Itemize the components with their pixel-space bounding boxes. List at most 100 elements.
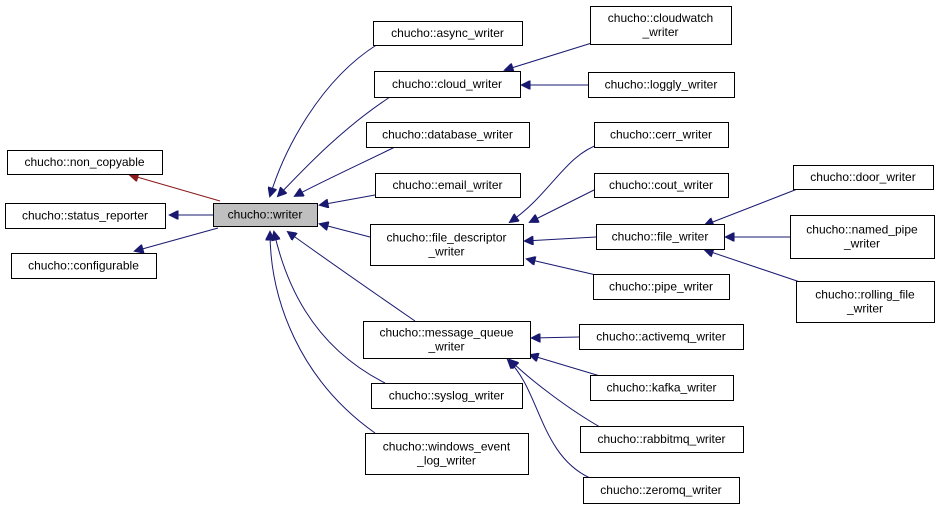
node-file-descriptor-writer-label-line-1: chucho::file_descriptor	[386, 231, 506, 245]
node-file-writer[interactable]: chucho::file_writer	[596, 224, 725, 250]
node-cloud-writer[interactable]: chucho::cloud_writer	[374, 71, 521, 98]
edge-door-writer-to-file-writer	[705, 187, 801, 225]
node-database-writer-box	[366, 122, 530, 148]
edge-activemq-writer-to-message-queue-writer	[532, 337, 580, 338]
node-door-writer-label: chucho::door_writer	[810, 170, 915, 184]
node-rolling-file-writer-box	[796, 281, 935, 323]
node-windows-event-log-writer-label-line-1: chucho::windows_event	[383, 440, 511, 454]
node-rabbitmq-writer-label: chucho::rabbitmq_writer	[597, 432, 725, 446]
node-cloud-writer-box	[374, 71, 521, 98]
node-loggly-writer-label: chucho::loggly_writer	[605, 78, 718, 92]
node-non-copyable-label: chucho::non_copyable	[24, 155, 144, 169]
node-activemq-writer-box	[579, 324, 744, 350]
node-status-reporter-box	[5, 203, 166, 229]
node-status-reporter-label: chucho::status_reporter	[22, 209, 148, 223]
node-cerr-writer-label: chucho::cerr_writer	[610, 128, 712, 142]
node-kafka-writer-label: chucho::kafka_writer	[606, 381, 716, 395]
node-writer-label: chucho::writer	[228, 208, 303, 222]
node-message-queue-writer[interactable]: chucho::message_queue_writer	[363, 321, 531, 359]
node-activemq-writer-label: chucho::activemq_writer	[596, 330, 725, 344]
edge-windows-event-log-writer-to-writer	[270, 232, 376, 434]
edge-file-writer-to-file-descriptor-writer	[525, 237, 597, 241]
node-kafka-writer-box	[590, 375, 734, 401]
node-message-queue-writer-box	[363, 321, 531, 359]
node-pipe-writer-box	[593, 274, 730, 300]
edge-cloudwatch-writer-to-cloud-writer	[505, 41, 596, 70]
node-cloudwatch-writer[interactable]: chucho::cloudwatch_writer	[590, 6, 732, 45]
node-configurable[interactable]: chucho::configurable	[11, 253, 157, 279]
edge-zeromq-writer-to-message-queue-writer	[508, 360, 591, 479]
edge-file-descriptor-writer-to-writer	[320, 224, 371, 238]
edge-message-queue-writer-to-writer	[288, 232, 416, 322]
node-file-writer-label: chucho::file_writer	[612, 230, 709, 244]
node-door-writer[interactable]: chucho::door_writer	[793, 165, 934, 190]
node-loggly-writer[interactable]: chucho::loggly_writer	[588, 72, 735, 98]
node-cloudwatch-writer-label-line-1: chucho::cloudwatch	[608, 11, 713, 25]
node-file-descriptor-writer-label-line-2: _writer	[427, 245, 464, 259]
node-named-pipe-writer[interactable]: chucho::named_pipe_writer	[790, 215, 935, 259]
node-cout-writer-box	[594, 173, 729, 198]
node-zeromq-writer[interactable]: chucho::zeromq_writer	[583, 477, 740, 504]
node-pipe-writer[interactable]: chucho::pipe_writer	[593, 274, 730, 300]
edge-pipe-writer-to-file-descriptor-writer	[527, 259, 597, 276]
node-syslog-writer[interactable]: chucho::syslog_writer	[371, 383, 523, 409]
node-database-writer[interactable]: chucho::database_writer	[366, 122, 530, 148]
node-rolling-file-writer-label-line-1: chucho::rolling_file	[815, 288, 915, 302]
node-cout-writer-label: chucho::cout_writer	[609, 178, 713, 192]
node-kafka-writer[interactable]: chucho::kafka_writer	[590, 375, 734, 401]
node-async-writer-box	[373, 21, 523, 46]
node-rabbitmq-writer-box	[580, 426, 744, 453]
node-zeromq-writer-label: chucho::zeromq_writer	[600, 483, 721, 497]
node-rolling-file-writer-label-line-2: _writer	[846, 302, 883, 316]
node-rabbitmq-writer[interactable]: chucho::rabbitmq_writer	[580, 426, 744, 453]
node-message-queue-writer-label-line-2: _writer	[427, 340, 464, 354]
node-windows-event-log-writer[interactable]: chucho::windows_event_log_writer	[365, 433, 529, 475]
node-named-pipe-writer-label-line-1: chucho::named_pipe	[806, 223, 918, 237]
node-writer-box	[213, 203, 318, 227]
edge-syslog-writer-to-writer	[274, 232, 386, 384]
edge-email-writer-to-writer	[320, 194, 376, 205]
node-named-pipe-writer-box	[790, 215, 935, 259]
node-non-copyable-box	[7, 150, 163, 175]
edge-cerr-writer-to-file-descriptor-writer	[510, 143, 601, 222]
edge-kafka-writer-to-message-queue-writer	[530, 355, 601, 377]
node-named-pipe-writer-label-line-2: _writer	[843, 237, 880, 251]
edge-database-writer-to-writer	[295, 146, 396, 196]
node-async-writer-label: chucho::async_writer	[391, 26, 504, 40]
edge-rabbitmq-writer-to-message-queue-writer	[510, 360, 601, 428]
node-rolling-file-writer[interactable]: chucho::rolling_file_writer	[796, 281, 935, 323]
edge-writer-to-configurable	[135, 227, 219, 251]
node-windows-event-log-writer-label-line-2: _log_writer	[416, 454, 476, 468]
node-email-writer-label: chucho::email_writer	[392, 178, 502, 192]
node-syslog-writer-label: chucho::syslog_writer	[389, 389, 504, 403]
node-cout-writer[interactable]: chucho::cout_writer	[594, 173, 729, 198]
node-writer[interactable]: chucho::writer	[213, 203, 318, 227]
node-database-writer-label: chucho::database_writer	[382, 128, 513, 142]
node-cloud-writer-label: chucho::cloud_writer	[392, 77, 502, 91]
node-zeromq-writer-box	[583, 477, 740, 504]
node-configurable-box	[11, 253, 157, 279]
edges-layer	[130, 41, 801, 479]
node-email-writer-box	[375, 173, 521, 198]
node-status-reporter[interactable]: chucho::status_reporter	[5, 203, 166, 229]
node-message-queue-writer-label-line-1: chucho::message_queue	[379, 326, 513, 340]
edge-rolling-file-writer-to-file-writer	[705, 250, 801, 283]
edge-writer-to-non-copyable	[130, 175, 221, 202]
node-configurable-label: chucho::configurable	[28, 259, 139, 273]
node-syslog-writer-box	[371, 383, 523, 409]
edge-cout-writer-to-file-descriptor-writer	[530, 189, 595, 222]
edge-cloud-writer-to-writer	[278, 96, 391, 196]
node-pipe-writer-label: chucho::pipe_writer	[609, 280, 713, 294]
node-cerr-writer[interactable]: chucho::cerr_writer	[594, 122, 729, 148]
node-cerr-writer-box	[594, 122, 729, 148]
node-non-copyable[interactable]: chucho::non_copyable	[7, 150, 163, 175]
node-async-writer[interactable]: chucho::async_writer	[373, 21, 523, 46]
node-cloudwatch-writer-box	[590, 6, 732, 45]
node-file-descriptor-writer[interactable]: chucho::file_descriptor_writer	[370, 224, 524, 266]
node-windows-event-log-writer-box	[365, 433, 529, 475]
node-loggly-writer-box	[588, 72, 735, 98]
node-cloudwatch-writer-label-line-2: _writer	[641, 25, 678, 39]
node-activemq-writer[interactable]: chucho::activemq_writer	[579, 324, 744, 350]
node-email-writer[interactable]: chucho::email_writer	[375, 173, 521, 198]
